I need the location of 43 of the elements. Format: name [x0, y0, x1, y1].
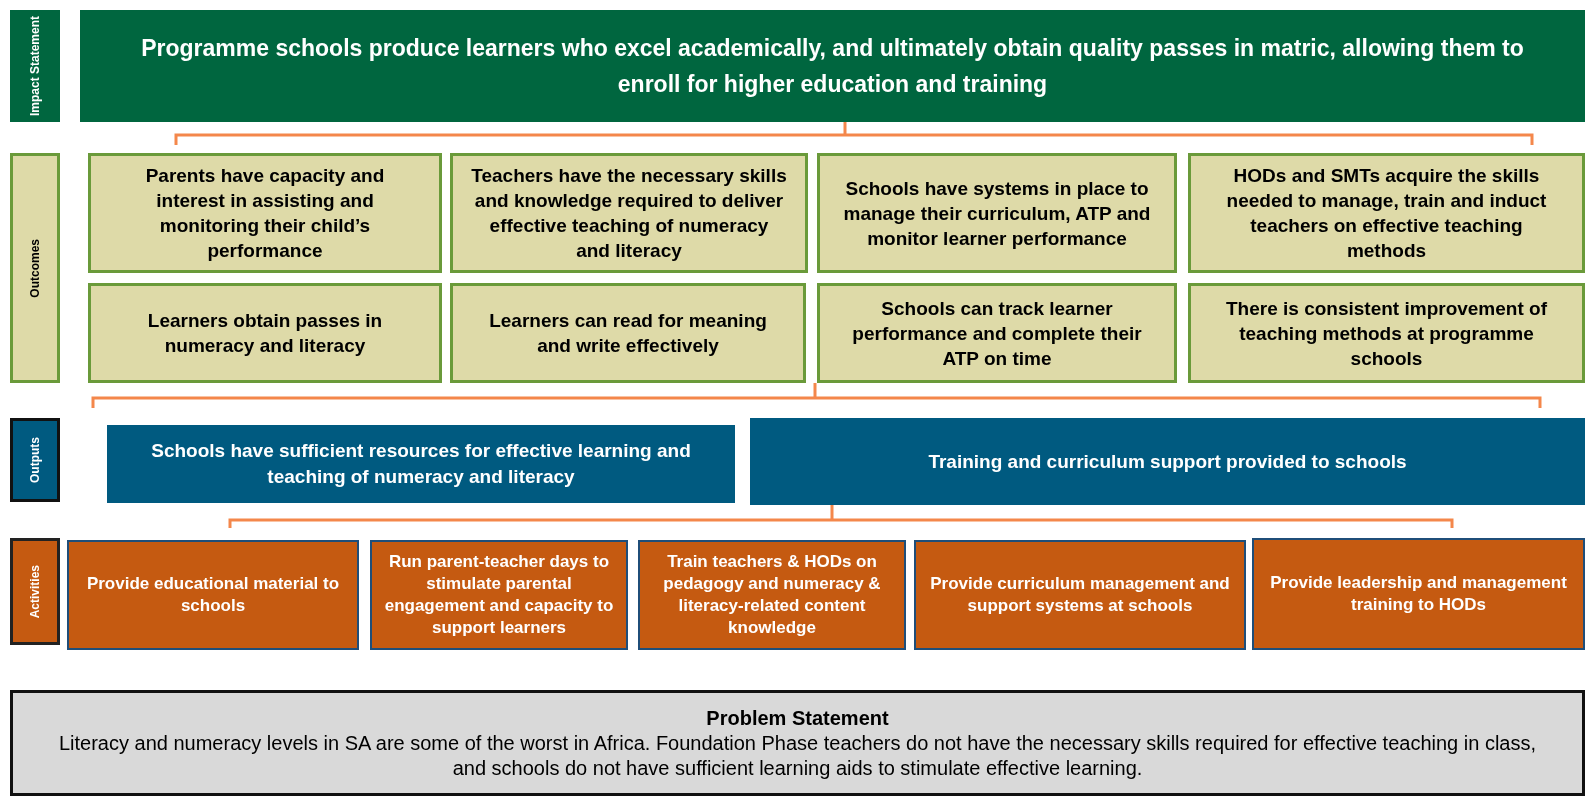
- body-text: Literacy and numeracy levels in SA are some of the worst in Africa. Foundation Phase teachers do not have the necessary skills required for effective teaching in class, and schools do not have sufficient learning aids to stimulate effective learning.: [57, 730, 1538, 781]
- box-text: Train teachers & HODs on pedagogy and numeracy & literacy-related content knowledge: [662, 551, 882, 639]
- box-text: Schools can track learner performance and complete their ATP on time: [851, 296, 1143, 371]
- activity-box: [914, 540, 1246, 650]
- box-text: Activities: [28, 564, 42, 619]
- level-label: [10, 538, 60, 645]
- box-text: Schools have sufficient resources for effective learning and teaching of numeracy and literacy: [150, 439, 692, 489]
- output-box: [750, 418, 1585, 505]
- outcome-box: [88, 153, 442, 273]
- activity-box: [1252, 538, 1585, 650]
- level-label: [10, 418, 60, 502]
- activity-box: [638, 540, 906, 650]
- box-text: Outcomes: [28, 238, 42, 298]
- box-text: Schools have systems in place to manage their curriculum, ATP and monitor learner performance: [842, 176, 1152, 251]
- box-text: There is consistent improvement of teaching methods at programme schools: [1225, 296, 1548, 371]
- box-text: Training and curriculum support provided to schools: [928, 449, 1407, 474]
- outcome-box: [450, 283, 806, 383]
- heading: Problem Statement: [706, 705, 889, 731]
- problem-statement-box: [10, 690, 1585, 796]
- outcome-box: [1188, 283, 1585, 383]
- outcome-box: [817, 283, 1177, 383]
- level-label: [10, 153, 60, 383]
- box-text: Provide educational material to schools: [85, 573, 341, 617]
- outcome-box: [88, 283, 442, 383]
- level-label: [10, 10, 60, 122]
- outcome-box: [1188, 153, 1585, 273]
- output-box: [107, 425, 735, 503]
- box-text: Impact Statement: [28, 16, 42, 116]
- box-text: Learners can read for meaning and write effectively: [488, 309, 768, 358]
- box-text: Provide curriculum management and support systems at schools: [929, 573, 1231, 617]
- activity-box: [67, 540, 359, 650]
- box-text: Programme schools produce learners who excel academically, and ultimately obtain quality passes in matric, allowing them to enroll for higher education and training: [140, 34, 1525, 99]
- box-text: Provide leadership and management training to HODs: [1269, 572, 1568, 616]
- impact-box: [80, 10, 1585, 122]
- box-text: Parents have capacity and interest in assisting and monitoring their child’s performance: [144, 164, 386, 263]
- activity-box: [370, 540, 628, 650]
- box-text: Learners obtain passes in numeracy and literacy: [146, 309, 384, 358]
- box-text: Outputs: [28, 437, 42, 483]
- box-text: HODs and SMTs acquire the skills needed to manage, train and induct teachers on effective teaching methods: [1225, 164, 1548, 263]
- outcome-box: [817, 153, 1177, 273]
- outcome-box: [450, 153, 808, 273]
- box-text: Run parent-teacher days to stimulate parental engagement and capacity to support learners: [384, 551, 614, 639]
- box-text: Teachers have the necessary skills and knowledge required to deliver effective teaching of numeracy and literacy: [471, 164, 787, 263]
